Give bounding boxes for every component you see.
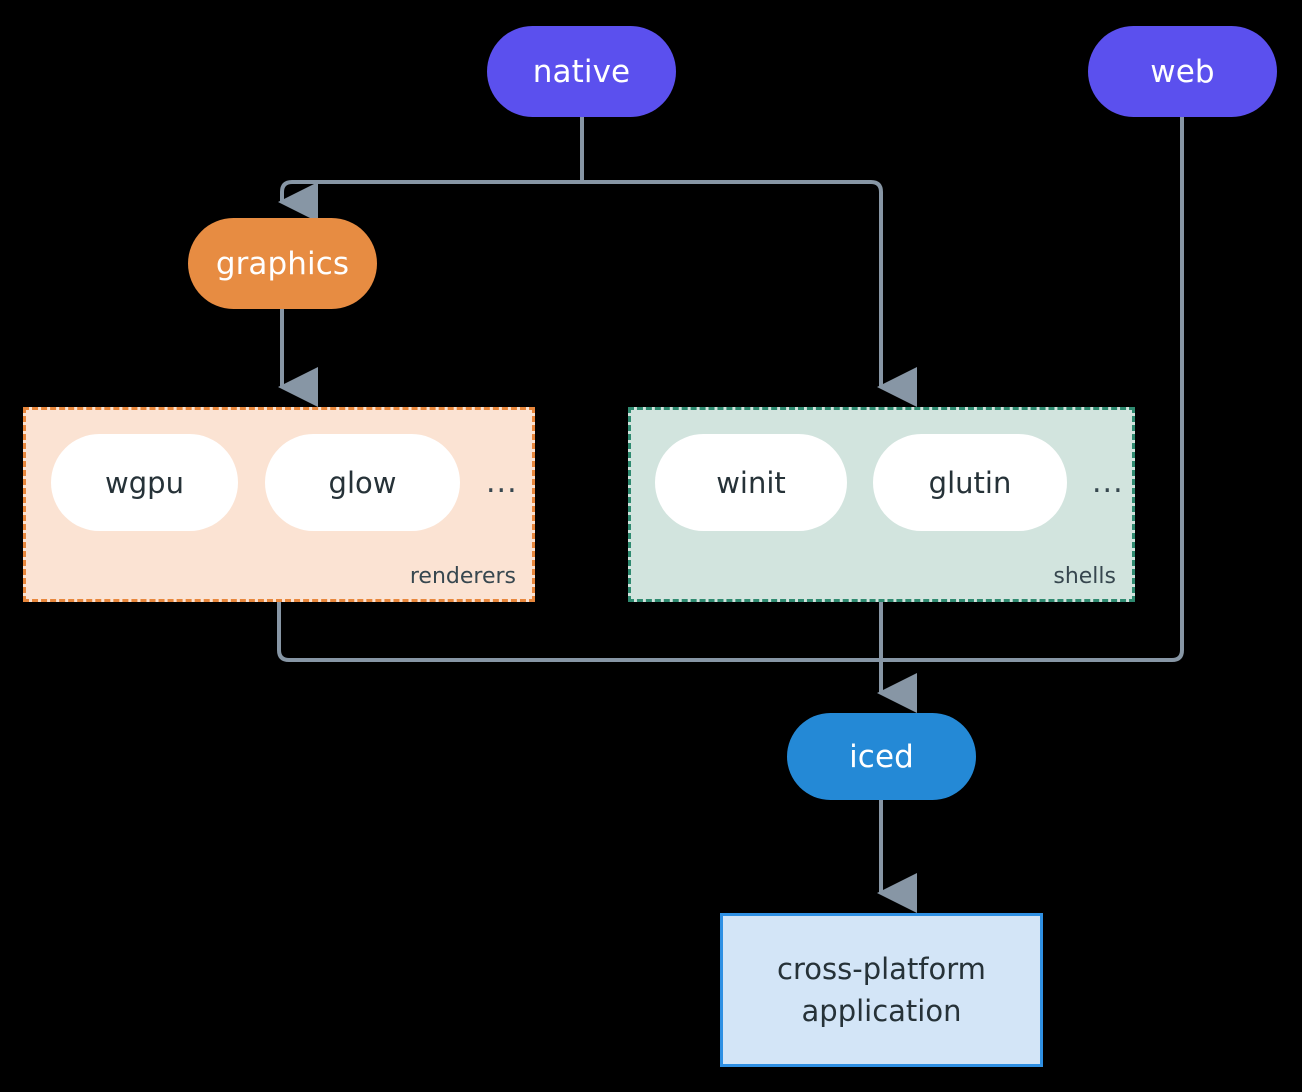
group-item-wgpu-label: wgpu — [105, 465, 184, 500]
node-iced[interactable]: iced — [787, 713, 976, 800]
node-web[interactable]: web — [1088, 26, 1277, 117]
node-iced-label: iced — [849, 738, 914, 775]
node-native-label: native — [532, 53, 631, 90]
node-native[interactable]: native — [487, 26, 676, 117]
group-item-glutin-label: glutin — [928, 465, 1012, 500]
edge-native-to-graphics — [278, 180, 582, 222]
group-renderers: wgpu glow ... renderers — [23, 407, 535, 602]
group-item-glutin[interactable]: glutin — [873, 434, 1067, 531]
group-shells: winit glutin ... shells — [628, 407, 1135, 602]
node-web-label: web — [1150, 53, 1215, 90]
node-graphics-label: graphics — [215, 245, 350, 282]
edge-web-to-iced — [881, 117, 1184, 662]
node-application-label-line1: cross-platform — [777, 951, 986, 986]
group-item-winit[interactable]: winit — [655, 434, 847, 531]
edge-renderers-to-iced — [277, 602, 881, 662]
group-item-winit-label: winit — [716, 465, 786, 500]
node-graphics[interactable]: graphics — [188, 218, 377, 309]
group-item-glow-label: glow — [328, 465, 397, 500]
group-item-wgpu[interactable]: wgpu — [51, 434, 238, 531]
node-application[interactable]: cross-platform application — [720, 913, 1043, 1067]
group-shells-ellipsis: ... — [1092, 465, 1124, 500]
group-item-glow[interactable]: glow — [265, 434, 460, 531]
group-renderers-label: renderers — [409, 564, 516, 589]
group-shells-label: shells — [1053, 564, 1116, 589]
group-renderers-ellipsis: ... — [486, 465, 518, 500]
edge-native-to-shells — [582, 180, 917, 407]
node-application-label-line2: application — [801, 994, 962, 1028]
